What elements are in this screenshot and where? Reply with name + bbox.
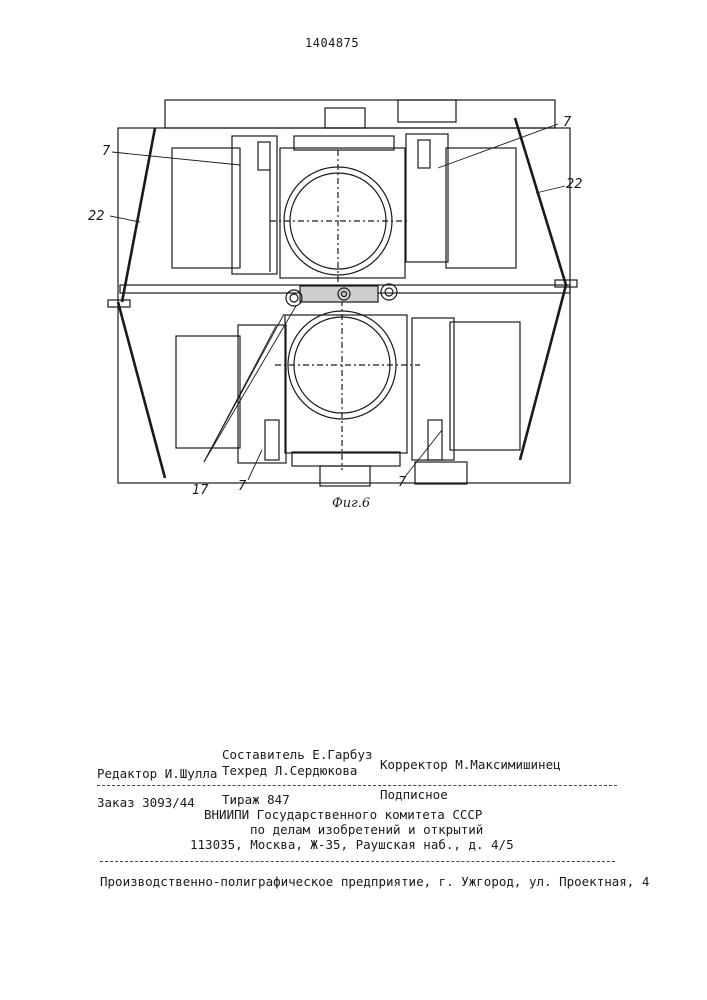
rule-bottom (100, 861, 615, 862)
bottom-clamp-box (415, 462, 467, 484)
tie-left-lower (118, 302, 165, 478)
center-band (300, 286, 378, 302)
techred-line: Техред Л.Сердюкова (222, 764, 357, 778)
outer-frame (118, 128, 570, 483)
figure-caption: Фиг.6 (332, 497, 370, 511)
label-7-top-left: 7 (102, 145, 110, 159)
top-stud (325, 108, 365, 128)
ll-panel (176, 336, 240, 448)
label-17: 17 (192, 484, 209, 498)
corrector-line: Корректор М.Максимишинец (380, 758, 561, 772)
lr-plate (412, 318, 454, 460)
ul-slot (258, 142, 270, 170)
label-7-top-right: 7 (563, 116, 571, 130)
upper-roller (270, 150, 410, 295)
editor-line: Редактор И.Шулла (97, 767, 217, 781)
lr-slot (428, 420, 442, 460)
lower-roller (275, 300, 420, 470)
printer-line: Производственно-полиграфическое предприя… (100, 875, 649, 889)
ul-panel (172, 148, 240, 268)
ur-slot (418, 140, 430, 168)
pivot-right (381, 284, 397, 300)
label-22-left: 22 (88, 210, 105, 224)
subscription-line: Подписное (380, 788, 448, 802)
order-line: Заказ 3093/44 (97, 796, 195, 810)
ur-panel (446, 148, 516, 268)
compiler-line: Составитель Е.Гарбуз (222, 748, 373, 762)
tie-right-upper (515, 118, 566, 285)
circulation-line: Тираж 847 (222, 793, 290, 807)
rule-top (97, 785, 617, 786)
top-housing (165, 100, 555, 128)
committee-line: по делам изобретений и открытий (250, 823, 483, 837)
address-line: 113035, Москва, Ж-35, Раушская наб., д. … (190, 838, 514, 852)
label-22-right: 22 (566, 178, 583, 192)
label-7-bottom-right: 7 (398, 476, 406, 490)
lr-panel (450, 322, 520, 450)
ur-plate (406, 134, 448, 262)
tie-right-lower (520, 285, 566, 460)
ll-slot (265, 420, 279, 460)
label-7-bottom-left: 7 (238, 480, 246, 494)
figure-6-drawing (0, 0, 707, 560)
tie-left-upper (122, 128, 155, 302)
top-clamp-box (398, 100, 456, 122)
institute-line: ВНИИПИ Государственного комитета СССР (204, 808, 482, 822)
